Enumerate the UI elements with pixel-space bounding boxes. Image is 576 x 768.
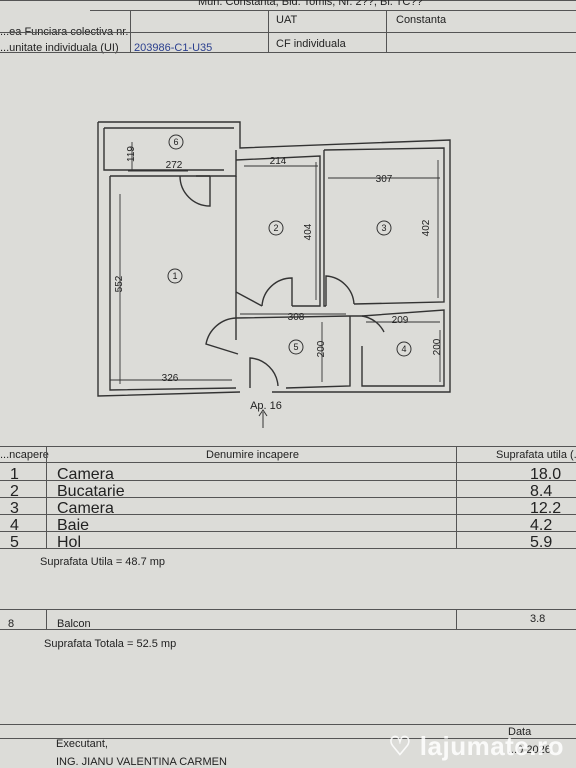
row-area: 8.4 — [530, 483, 553, 500]
table-row: 2 Bucatarie 8.4 — [0, 481, 576, 500]
room-2-marker: 2 — [273, 223, 278, 233]
row-name: Camera — [57, 466, 114, 483]
heart-icon: ♡ — [388, 731, 413, 761]
row-area: 12.2 — [530, 500, 562, 517]
dim-room2-width: 214 — [270, 156, 287, 167]
dim-balcony-depth: 119 — [126, 146, 137, 162]
total-area: Suprafata Totala = 52.5 mp — [44, 638, 177, 650]
row-nr: 3 — [10, 500, 19, 517]
executant-label: Executant, — [56, 738, 108, 750]
address-text: Mun. Constanta, Bld. Tomis, Nr. 2??, Bl.… — [198, 0, 423, 8]
dim-room3-width: 307 — [376, 174, 393, 185]
table-header-nr: ...ncapere — [0, 449, 49, 461]
room-4-marker: 4 — [401, 344, 406, 354]
row-name: Hol — [57, 534, 82, 551]
row-area: 4.2 — [530, 517, 553, 534]
date-value: ...0 2026 — [508, 744, 551, 756]
dim-room1-length: 552 — [114, 275, 125, 292]
watermark-logo: ♡ lajumate.ro — [388, 731, 564, 762]
table-row: 5 Hol 5.9 — [0, 532, 576, 551]
balcony-nr: 8 — [8, 618, 15, 630]
room-3-marker: 3 — [381, 223, 386, 233]
apartment-label: Ap. 16 — [250, 400, 282, 412]
dim-room4-width: 209 — [392, 315, 409, 326]
cf-label: CF individuala — [276, 38, 346, 50]
dim-hall-depth: 200 — [316, 340, 327, 357]
dim-balcony-width: 272 — [166, 160, 183, 171]
date-label: Data — [508, 726, 532, 738]
table-row: 3 Camera 12.2 — [0, 498, 576, 517]
row-nr: 2 — [10, 483, 19, 500]
floor-plan: 6 1 2 3 4 5 119 272 214 307 404 402 552 … — [97, 121, 451, 428]
row-nr: 4 — [10, 517, 19, 534]
table-row: 4 Baie 4.2 — [0, 515, 576, 534]
executant-name: ING. JIANU VALENTINA CARMEN — [56, 756, 227, 768]
row-area: 18.0 — [530, 466, 562, 483]
table-header-name: Denumire incapere — [206, 449, 299, 461]
row-nr: 5 — [10, 534, 19, 551]
balcony-area: 3.8 — [530, 613, 546, 625]
dim-hall-width: 308 — [288, 312, 305, 323]
watermark-text: lajumate.ro — [419, 731, 564, 761]
unit-value: 203986-C1-U35 — [134, 42, 213, 54]
room-1-marker: 1 — [172, 271, 177, 281]
dim-room4-depth: 200 — [432, 338, 443, 355]
unit-label: ...unitate individuala (UI) — [0, 42, 119, 54]
row-name: Baie — [57, 517, 90, 534]
room-5-marker: 5 — [293, 342, 298, 352]
table-header-area: Suprafata utila (... — [496, 449, 576, 461]
balcony-name: Balcon — [57, 618, 91, 630]
uat-label: UAT — [276, 14, 298, 26]
row-name: Camera — [57, 500, 114, 517]
row-name: Bucatarie — [57, 483, 125, 500]
uat-value: Constanta — [396, 14, 447, 26]
dim-room1-width: 326 — [162, 373, 179, 384]
row-nr: 1 — [10, 466, 19, 483]
dim-room2-length: 404 — [303, 223, 314, 240]
useful-area-total: Suprafata Utila = 48.7 mp — [40, 556, 166, 568]
row-area: 5.9 — [530, 534, 553, 551]
room-6-marker: 6 — [173, 137, 178, 147]
table-row: 1 Camera 18.0 — [0, 464, 576, 483]
dim-room3-length: 402 — [421, 219, 432, 236]
